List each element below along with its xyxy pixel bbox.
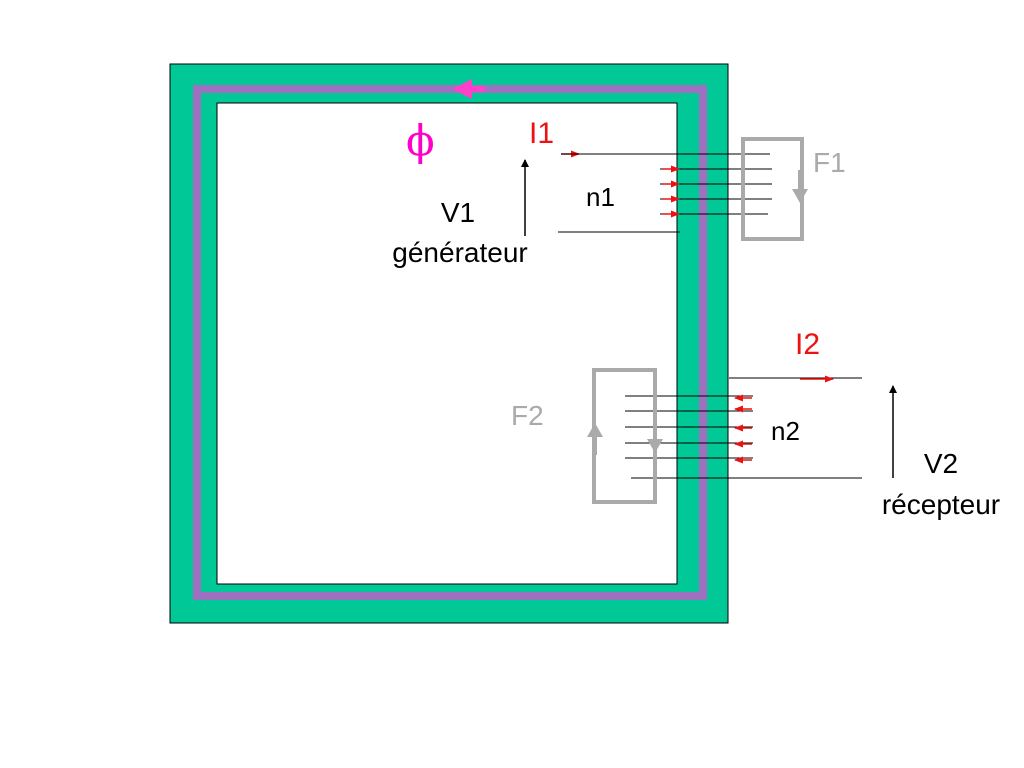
primary-winding: I1 n1 V1 générateur F1: [392, 117, 845, 268]
primary-role-label: générateur: [392, 237, 527, 268]
magnetic-core: [169, 63, 729, 624]
primary-force-label: F1: [813, 147, 846, 178]
secondary-role-label: récepteur: [882, 489, 1000, 520]
primary-voltage-label: V1: [441, 197, 475, 228]
primary-current-label: I1: [529, 117, 554, 150]
secondary-turns: [625, 394, 753, 464]
secondary-voltage-label: V2: [924, 448, 958, 479]
core-window: [216, 102, 678, 585]
flux-path: [193, 85, 707, 600]
secondary-winding: I2 n2 V2 récepteur F2: [511, 328, 1000, 520]
flux-arrow: [452, 79, 485, 99]
primary-turns-label: n1: [586, 182, 615, 212]
flux-symbol: ϕ: [406, 116, 435, 165]
secondary-current-label: I2: [795, 328, 820, 361]
secondary-turns-label: n2: [771, 416, 800, 446]
secondary-force-label: F2: [511, 400, 544, 431]
primary-turns: [660, 165, 772, 218]
